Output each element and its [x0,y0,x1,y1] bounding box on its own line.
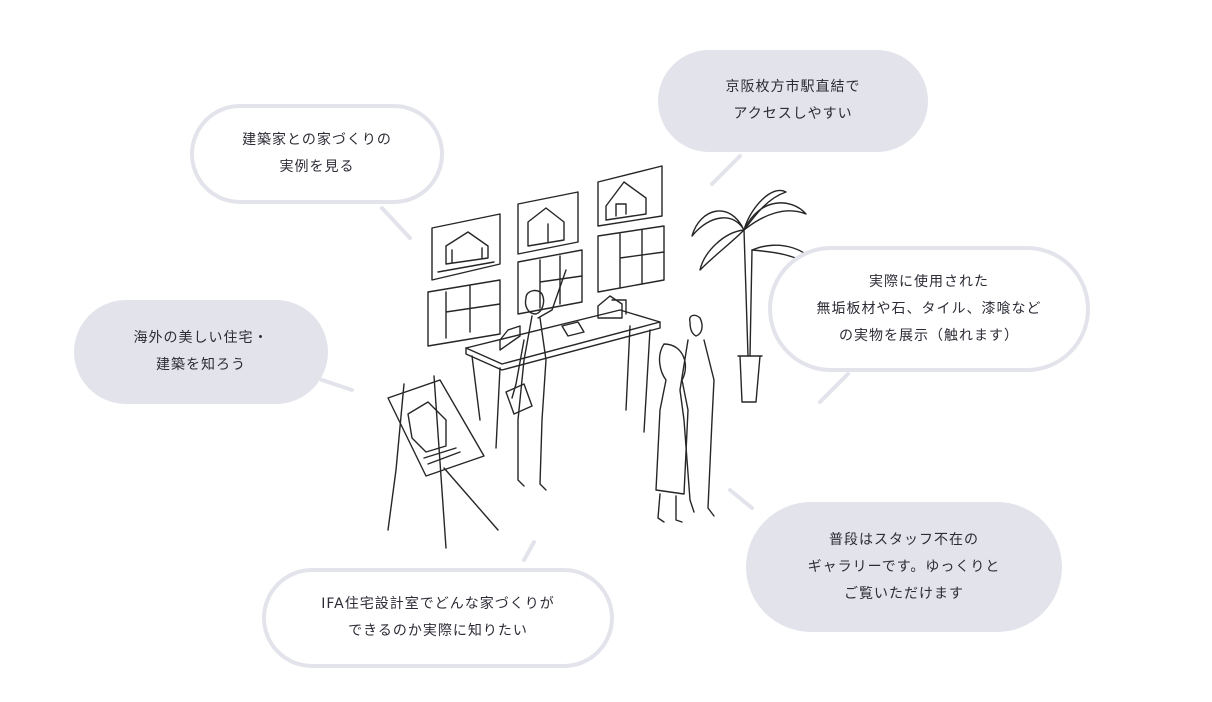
bubble-line: ご覧いただけます [843,585,964,602]
bubble-line: 普段はスタッフ不在の [828,531,979,548]
connector-lines [320,154,850,562]
bubble-material-samples: 実際に使用された 無垢板材や石、タイル、漆喰など の実物を展示（触れます） [768,246,1090,372]
bubble-ifa-design: IFA住宅設計室でどんな家づくりが できるのか実際に知りたい [262,568,614,668]
bubble-line: の実物を展示（触れます） [839,327,1019,344]
easel-icon [387,375,499,549]
bubble-line: 京阪枚方市駅直結で [725,79,861,95]
bubble-line: 実例を見る [279,159,355,175]
bubble-line: 建築を知ろう [156,357,246,373]
bubble-line: 無垢板材や石、タイル、漆喰など [816,300,1042,317]
person-pointing [505,269,567,491]
bubble-overseas-architecture: 海外の美しい住宅・ 建築を知ろう [74,300,328,404]
bubble-unstaffed-gallery: 普段はスタッフ不在の ギャラリーです。ゆっくりと ご覧いただけます [746,502,1062,632]
bubble-line: 建築家との家づくりの [242,132,392,148]
wall-frames [427,165,665,347]
bubble-line: 海外の美しい住宅・ [133,330,269,346]
display-table [465,309,661,449]
bubble-line: 実際に使用された [869,273,989,290]
bubble-line: できるのか実際に知りたい [348,623,528,639]
bubble-line: IFA住宅設計室でどんな家づくりが [321,596,555,612]
bubble-line: ギャラリーです。ゆっくりと [807,558,1001,575]
bubble-line: アクセスしやすい [733,106,853,122]
bubble-access: 京阪枚方市駅直結で アクセスしやすい [658,50,928,152]
house-model-icon [597,295,627,319]
bubble-architect-examples: 建築家との家づくりの 実例を見る [190,104,444,204]
visiting-couple [655,314,715,523]
